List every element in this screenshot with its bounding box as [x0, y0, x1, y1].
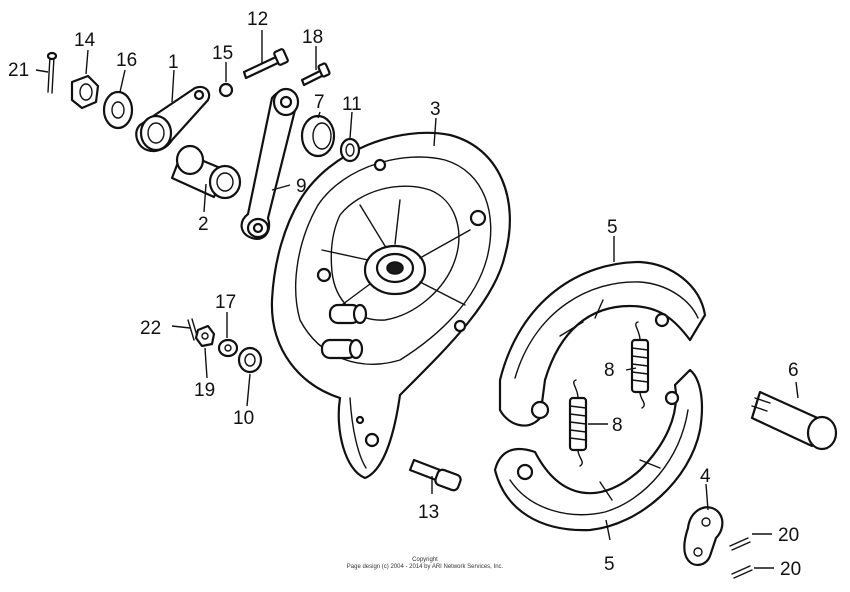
callout-14: 14 — [74, 30, 96, 51]
brake-panel-part-3[interactable] — [270, 131, 511, 480]
bolt-part-12[interactable] — [242, 48, 289, 80]
callout-18: 18 — [302, 27, 323, 48]
cotter-pin-part-21[interactable] — [46, 51, 58, 94]
spring-part-8-lower[interactable] — [568, 379, 588, 467]
callout-19: 19 — [194, 380, 215, 401]
nut-part-19[interactable] — [194, 324, 216, 348]
callout-13: 13 — [418, 502, 439, 523]
copyright-line-1: Copyright — [412, 557, 438, 563]
callout-11: 11 — [342, 94, 362, 115]
callout-1: 1 — [168, 52, 179, 73]
callout-16: 16 — [116, 50, 137, 71]
brake-shoe-upper-part-5[interactable] — [498, 260, 707, 427]
brake-shoe-lower-part-5[interactable] — [493, 368, 704, 532]
copyright-notice: Copyright Page design (c) 2004 - 2014 by… — [0, 557, 850, 571]
callout-5-lower: 5 — [604, 554, 615, 575]
torque-link-part-9[interactable] — [240, 87, 300, 240]
callout-3: 3 — [430, 99, 441, 120]
nut-part-15[interactable] — [218, 82, 234, 98]
callout-7: 7 — [314, 92, 325, 113]
washer-part-17[interactable] — [217, 338, 239, 358]
callout-12: 12 — [247, 9, 268, 30]
o-ring-part-11[interactable] — [339, 137, 361, 163]
callout-8-upper: 8 — [604, 360, 615, 381]
brake-arm-part-1[interactable] — [135, 85, 211, 153]
seal-part-10[interactable] — [237, 346, 263, 374]
brake-cam-part-6[interactable] — [750, 390, 838, 451]
callout-5-upper: 5 — [607, 217, 618, 238]
callout-20-upper: 20 — [778, 525, 799, 546]
callout-4: 4 — [700, 466, 711, 487]
collar-part-2[interactable] — [170, 144, 242, 200]
callout-2: 2 — [198, 214, 209, 235]
pin-part-20-upper[interactable] — [729, 537, 751, 551]
dust-seal-part-7[interactable] — [300, 114, 336, 158]
callout-labels: 1 2 3 4 5 5 6 7 8 8 9 10 11 12 13 14 15 … — [8, 9, 801, 580]
callout-20-lower: 20 — [780, 559, 801, 580]
callout-6: 6 — [788, 360, 799, 381]
pin-part-20-lower[interactable] — [731, 565, 753, 579]
callout-15: 15 — [212, 43, 233, 64]
leader-lines — [35, 30, 799, 569]
callout-10: 10 — [233, 408, 254, 429]
washer-part-16[interactable] — [102, 90, 134, 130]
callout-21: 21 — [8, 60, 29, 81]
bolt-part-18[interactable] — [300, 62, 331, 87]
callout-17: 17 — [215, 292, 236, 313]
copyright-line-2: Page design (c) 2004 - 2014 by ARI Netwo… — [346, 564, 504, 570]
callout-8-lower: 8 — [612, 415, 623, 436]
callout-22: 22 — [140, 318, 161, 339]
castle-nut-part-14[interactable] — [70, 74, 100, 110]
plate-part-4[interactable] — [683, 506, 724, 566]
anchor-pin-part-13[interactable] — [408, 458, 462, 492]
callout-9: 9 — [296, 176, 307, 197]
spring-part-8-upper[interactable] — [630, 321, 650, 409]
